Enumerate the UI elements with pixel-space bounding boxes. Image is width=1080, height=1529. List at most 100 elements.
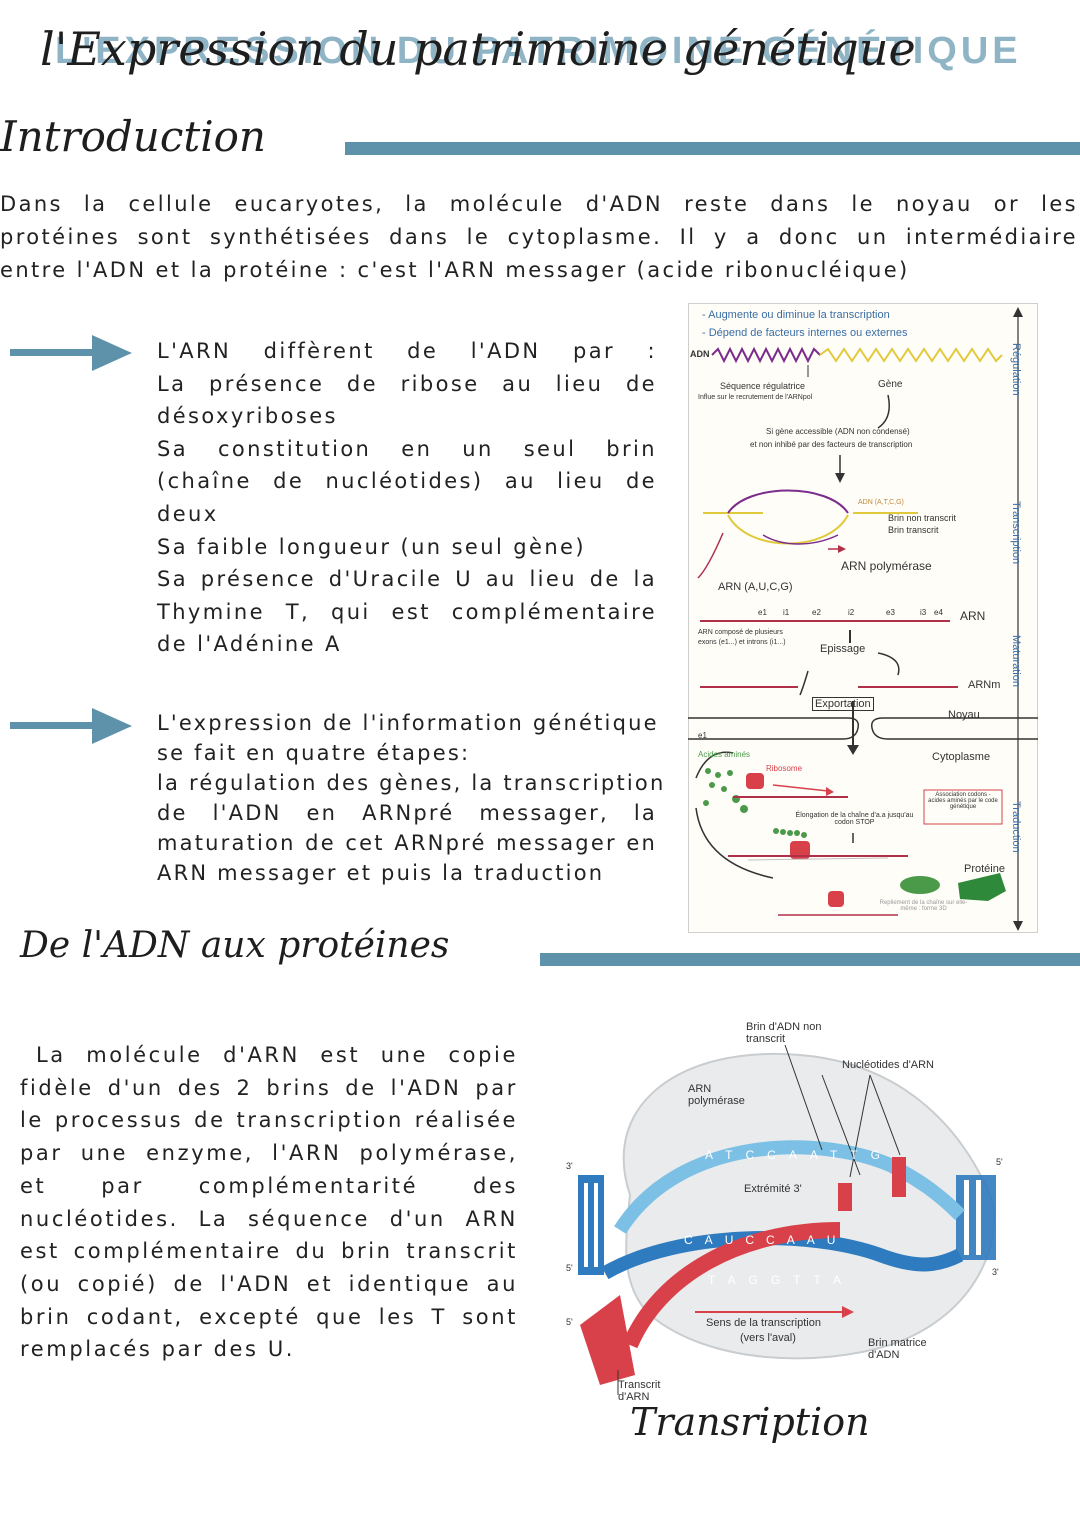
arn-differences: L'ARN diffèrent de l'ADN par : La présen… <box>157 335 657 661</box>
transcription-caption: Transription <box>630 1400 870 1444</box>
fig2-bottom-bases: TAGGTTA <box>708 1273 854 1287</box>
fig2-base: A <box>704 1233 725 1247</box>
fig1-proteine: Protéine <box>964 863 1005 875</box>
section2-rule <box>540 953 1080 966</box>
fig1-acides-amines: Acides aminés <box>698 750 751 759</box>
fig1-arn-aucg: ARN (A,U,C,G) <box>718 581 793 593</box>
fig1-note-2: - Dépend de facteurs internes ou externe… <box>702 327 908 339</box>
fig1-noyau: Noyau <box>948 709 980 721</box>
fig2-base: G <box>770 1273 794 1287</box>
fig2-base: A <box>727 1273 749 1287</box>
fig2-base: A <box>806 1233 827 1247</box>
diff-line-4: Sa constitution en un seul brin <box>157 436 657 461</box>
transcription-figure: ATCCAATTG CAUCCAAU TAGGTTA Brin d'ADN no… <box>560 1015 1040 1415</box>
arrow-icon <box>10 708 132 744</box>
fig1-arn-compose: ARN composé de plusieurs <box>698 629 783 636</box>
intro-line-3: entre l'ADN et la protéine : c'est l'ARN… <box>0 258 910 282</box>
fig2-top-bases: ATCCAATTG <box>705 1148 893 1162</box>
fig1-intron-i3: i3 <box>920 608 927 617</box>
diff-line-9: Thymine T, qui est complémentaire <box>157 599 657 624</box>
fig1-exon-e2: e2 <box>812 608 821 617</box>
steps-line-4: de l'ADN en ARNpré messager, la <box>157 801 657 825</box>
s2-line-1: La molécule d'ARN est une copie <box>36 1043 518 1067</box>
fig2-base: T <box>793 1273 814 1287</box>
fig2-base: G <box>870 1148 893 1162</box>
intro-line-1: Dans la cellule eucaryotes, la molécule … <box>0 192 1078 216</box>
fig1-seq-reg-sub: Influe sur le recrutement de l'ARNpol <box>698 394 813 401</box>
steps-line-2: se fait en quatre étapes: <box>157 741 471 765</box>
fig1-arn: ARN <box>960 609 986 623</box>
steps-line-1: L'expression de l'information génétique <box>157 711 659 735</box>
fig1-side-regulation: Régulation <box>1010 343 1022 396</box>
fig2-base: A <box>705 1148 726 1162</box>
fig2-base: C <box>745 1148 768 1162</box>
fig2-base: A <box>788 1148 810 1162</box>
fig2-base: A <box>809 1148 830 1162</box>
fig1-accessible: Si gène accessible (ADN non condensé) <box>766 427 910 436</box>
transcription-paragraph: La molécule d'ARN est une copie fidèle d… <box>20 1039 518 1366</box>
fig2-prime-3-left: 3' <box>566 1161 573 1171</box>
steps-line-3: la régulation des gènes, la transcriptio… <box>157 771 666 795</box>
fig1-arnm: ARNm <box>968 679 1001 691</box>
section2-heading: De l'ADN aux protéines <box>20 925 450 966</box>
diff-line-5: (chaîne de nucléotides) au lieu de <box>157 469 657 494</box>
fig1-elongation: Élongation de la chaîne d'a.a jusqu'au c… <box>795 812 914 826</box>
fig1-intron-i1: i1 <box>783 608 790 617</box>
fig2-base: T <box>813 1273 833 1287</box>
fig1-cytoplasme: Cytoplasme <box>932 751 991 763</box>
fig2-nucleotides: Nucléotides d'ARN <box>842 1059 934 1071</box>
s2-line-8: (ou copié) de l'ADN et identique au <box>20 1271 518 1296</box>
fig1-brin-non-transcrit: Brin non transcrit <box>888 513 957 523</box>
fig2-base: T <box>708 1273 728 1287</box>
fig1-gene: Gène <box>878 379 903 390</box>
intro-line-2: protéines sont synthétisées dans le cyto… <box>0 225 1078 249</box>
fig2-base: T <box>850 1148 871 1162</box>
fig1-e1: e1 <box>698 731 707 740</box>
fig2-rna-bases: CAUCCAAU <box>684 1233 847 1247</box>
arrow-icon <box>10 335 132 371</box>
s2-line-4: par une enzyme, l'ARN polymérase, <box>20 1141 518 1166</box>
fig1-brin-transcrit: Brin transcrit <box>888 525 939 535</box>
fig2-base: C <box>745 1233 767 1247</box>
page-title-caps: L'EXPRESSION DU PATRIMOINE GÉNÉTIQUE <box>55 30 1022 72</box>
fig1-seq-reg: Séquence régulatrice <box>720 381 806 391</box>
diff-line-6: deux <box>157 501 219 526</box>
fig1-exportation: Exportation <box>812 697 874 711</box>
gene-expression-graphic <box>688 303 1038 933</box>
fig1-repliement: Repliement de la chaîne sur elle-même : … <box>879 900 968 912</box>
diff-line-3: désoxyriboses <box>157 404 338 429</box>
s2-line-9: brin codant, excepté que les T sont <box>20 1304 518 1329</box>
fig1-adn: ADN <box>690 349 710 359</box>
fig2-base: T <box>829 1148 851 1162</box>
fig2-base: U <box>724 1233 746 1247</box>
fig2-prime-5-left: 5' <box>566 1263 573 1273</box>
page-title: l'Expression du patrimoine génétique <box>40 22 916 76</box>
s2-line-7: est complémentaire du brin transcrit <box>20 1239 518 1264</box>
fig1-ribosome: Ribosome <box>766 764 803 773</box>
fig1-association: Association codons - acides aminés par l… <box>928 792 998 810</box>
s2-line-6: nucléotides. La séquence d'un ARN <box>20 1206 518 1231</box>
fig1-accessible-2: et non inhibé par des facteurs de transc… <box>750 440 913 449</box>
fig1-exon-e1: e1 <box>758 608 767 617</box>
fig2-base: C <box>767 1148 789 1162</box>
fig1-exon-e4: e4 <box>934 608 943 617</box>
fig1-exon-e3: e3 <box>886 608 895 617</box>
s2-line-2: fidèle d'un des 2 brins de l'ADN par <box>20 1075 518 1100</box>
fig1-side-traduction: Traduction <box>1010 801 1022 853</box>
fig2-extremite: Extrémité 3' <box>744 1183 802 1195</box>
diff-line-2: La présence de ribose au lieu de <box>157 371 657 396</box>
intro-heading: Introduction <box>0 112 266 161</box>
fig2-base: A <box>832 1273 854 1287</box>
s2-line-3: le processus de transcription réalisée <box>20 1108 518 1133</box>
fig2-brin-matrice: Brin matrice d'ADN <box>868 1337 927 1361</box>
diff-line-1: L'ARN diffèrent de l'ADN par : <box>157 339 657 363</box>
diff-line-7: Sa faible longueur (un seul gène) <box>157 534 586 559</box>
fig2-brin-non-transcrit: Brin d'ADN non transcrit <box>746 1021 822 1045</box>
s2-line-10: remplacés par des U. <box>20 1337 296 1362</box>
transcription-graphic <box>578 1044 996 1395</box>
fig1-side-transcription: Transcription <box>1010 501 1022 565</box>
gene-expression-figure: - Augmente ou diminue la transcription -… <box>688 303 1038 933</box>
fig2-base: A <box>786 1233 807 1247</box>
fig1-adn-atcg: ADN (A,T,C,G) <box>858 499 904 506</box>
fig2-base: C <box>766 1233 787 1247</box>
